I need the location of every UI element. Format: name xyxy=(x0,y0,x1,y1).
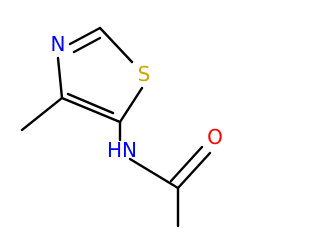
bond-carbonyl-o xyxy=(176,151,212,190)
atom-n3: N xyxy=(51,32,66,56)
bond-c2-s1 xyxy=(98,26,134,64)
bond-s1-c5 xyxy=(118,86,144,124)
atom-o1: O xyxy=(207,125,223,149)
bond-nh-carbonyl xyxy=(128,157,180,190)
bond-c4-methyl xyxy=(20,96,64,132)
molecule-drawing: N S HN O xyxy=(20,26,223,228)
bond-c5-c4 xyxy=(60,96,122,124)
bond-carbonyl-o-double xyxy=(169,145,204,183)
bond-c4-n3 xyxy=(56,56,64,100)
bond-n3-c2 xyxy=(68,26,102,46)
structure-canvas: N S HN O xyxy=(20,26,223,228)
atom-nh: HN xyxy=(107,138,137,162)
bond-n3-c2-double xyxy=(72,36,102,54)
atom-s1: S xyxy=(138,62,151,86)
bond-c5-c4-double xyxy=(66,92,115,115)
